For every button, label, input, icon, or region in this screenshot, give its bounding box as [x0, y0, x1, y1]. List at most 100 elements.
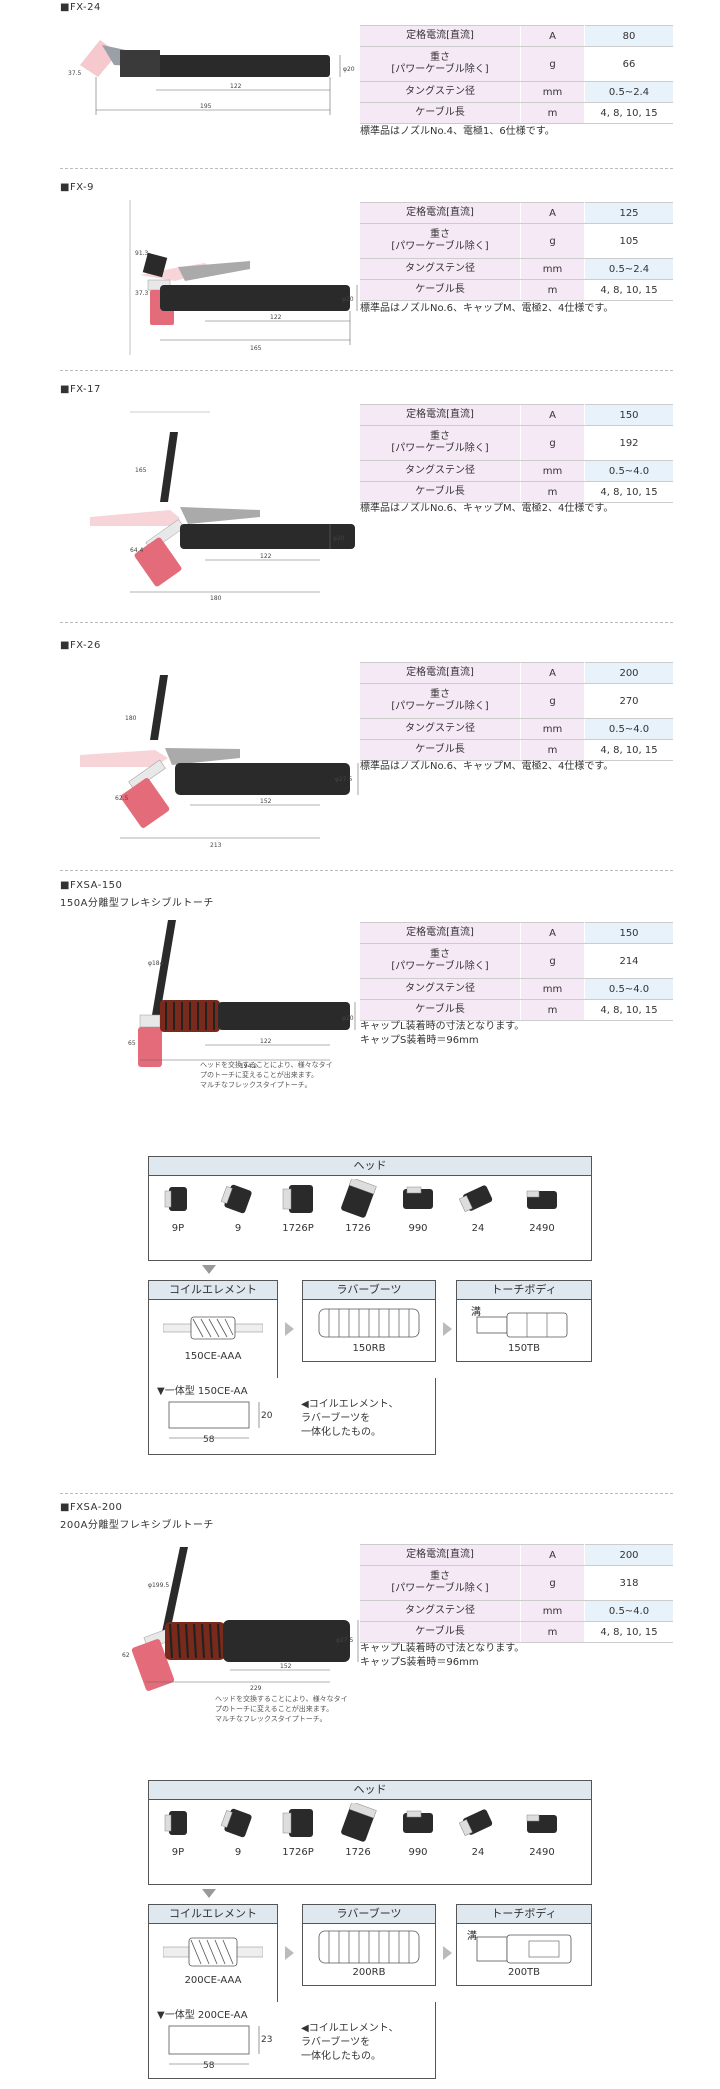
unit: mm: [520, 258, 585, 280]
value-weight: 105: [584, 223, 673, 259]
dim-label: 165: [250, 345, 262, 352]
dim-label: 195: [200, 103, 212, 110]
dim-label: φ184: [148, 960, 164, 967]
label-current: 定格電流[直流]: [360, 202, 521, 224]
unit: mm: [520, 81, 585, 103]
label-cable: ケーブル長: [360, 1621, 521, 1643]
note-line: 標準品はノズルNo.4、電極1、6仕様です。: [360, 126, 555, 137]
value-cable: 4, 8, 10, 15: [584, 481, 673, 503]
dim-label: 37.5: [68, 70, 82, 77]
head-label: 2490: [529, 1223, 555, 1234]
head-label: 990: [408, 1847, 428, 1858]
body-box-title: トーチボディ: [457, 1281, 591, 1300]
dim-label: 122: [230, 83, 242, 90]
value-cable: 4, 8, 10, 15: [584, 279, 673, 301]
value-current: 200: [584, 662, 673, 684]
unit: g: [520, 223, 585, 259]
label-cable: ケーブル長: [360, 739, 521, 761]
head-item: 9: [215, 1803, 261, 1858]
unit: g: [520, 425, 585, 461]
label-cable: ケーブル長: [360, 279, 521, 301]
value-weight: 214: [584, 943, 673, 979]
integrated-label: ▼一体型 200CE-AA: [157, 2010, 248, 2021]
value-tungsten: 0.5~4.0: [584, 978, 673, 1000]
head-label: 9: [234, 1223, 242, 1234]
coil-element-icon: [163, 1937, 263, 1967]
value-current: 80: [584, 25, 673, 47]
rubber-boot-icon: [318, 1308, 420, 1338]
boot-part-label: 150RB: [352, 1343, 386, 1354]
body-part-label: 200TB: [507, 1967, 541, 1978]
head-item: 24: [455, 1803, 501, 1858]
value-cable: 4, 8, 10, 15: [584, 102, 673, 124]
note-line: 標準品はノズルNo.6、キャップM、電極2、4仕様です。: [360, 303, 614, 314]
dim-label: 37.3: [135, 290, 149, 297]
head-item: 1726P: [275, 1179, 321, 1234]
dim-label: φ20: [333, 535, 345, 542]
note-line: 標準品はノズルNo.6、キャップM、電極2、4仕様です。: [360, 503, 614, 514]
torch-drawing-fxsa150: 122 194.2 φ20 φ184 65: [128, 920, 356, 1070]
label-tungsten: タングステン径: [360, 1600, 521, 1622]
dim-label: φ20: [342, 296, 354, 303]
unit: mm: [520, 460, 585, 482]
groove-label: 溝: [471, 1307, 481, 1318]
value-tungsten: 0.5~2.4: [584, 258, 673, 280]
arrow-right-icon: [285, 1322, 294, 1336]
torch-drawing-fx24: 122 195 φ20 37.5: [68, 40, 355, 115]
section-fxsa200: ■FXSA-200 200A分離型フレキシブルトーチ 152 229 φ27.5…: [0, 1502, 720, 1762]
value-cable: 4, 8, 10, 15: [584, 1621, 673, 1643]
unit: m: [520, 1621, 585, 1643]
value-tungsten: 0.5~4.0: [584, 1600, 673, 1622]
dim-label: 65: [128, 1040, 136, 1047]
divider: [60, 168, 673, 169]
label-cable: ケーブル長: [360, 999, 521, 1021]
dim-label: φ27.5: [335, 776, 353, 783]
label-tungsten: タングステン径: [360, 978, 521, 1000]
section-title: ■FX-9: [60, 182, 95, 193]
coil-element-icon: [163, 1316, 263, 1340]
integrated-box: ▼一体型 200CE-AA 58 23 ◀コイルエレメント、 ラバーブーツを 一…: [148, 2002, 436, 2079]
head-item: 9: [215, 1179, 261, 1234]
unit: A: [520, 404, 585, 426]
value-weight: 270: [584, 683, 673, 719]
coil-box: コイルエレメント 200CE-AAA: [148, 1904, 278, 2006]
integrated-label: ▼一体型 150CE-AA: [157, 1386, 248, 1397]
dim-label: 165: [135, 467, 147, 474]
label-weight: 重さ [パワーケーブル除く]: [360, 943, 521, 979]
head-item: 990: [395, 1803, 441, 1858]
unit: A: [520, 25, 585, 47]
caption-line: プのトーチに変えることが出来ます。: [215, 1705, 334, 1713]
boot-box: ラバーブーツ 150RB: [302, 1280, 436, 1362]
head-label: 1726: [345, 1847, 371, 1858]
label-weight: 重さ [パワーケーブル除く]: [360, 683, 521, 719]
dim-label: 213: [210, 842, 222, 849]
label-tungsten: タングステン径: [360, 81, 521, 103]
boot-box-title: ラバーブーツ: [303, 1905, 435, 1924]
head-label: 9P: [171, 1223, 185, 1234]
head-label: 24: [471, 1847, 485, 1858]
dim-label: 62.5: [115, 795, 129, 802]
coil-part-label: 200CE-AAA: [184, 1975, 242, 1986]
dim-label: φ199.5: [148, 1582, 169, 1589]
head-label: 1726P: [282, 1847, 314, 1858]
boot-box: ラバーブーツ 200RB: [302, 1904, 436, 1986]
integrated-box: ▼一体型 150CE-AA 58 20 ◀コイルエレメント、 ラバーブーツを 一…: [148, 1378, 436, 1455]
dim-label: 180: [125, 715, 137, 722]
dim-w: 58: [203, 1435, 215, 1445]
head-item: 1726: [335, 1801, 381, 1858]
head-label: 24: [471, 1223, 485, 1234]
unit: A: [520, 1544, 585, 1566]
unit: m: [520, 481, 585, 503]
torch-drawing-fx26: 152 213 φ27.5 180 62.5: [80, 675, 359, 849]
arrow-down-icon: [202, 1265, 216, 1274]
label-weight: 重さ [パワーケーブル除く]: [360, 425, 521, 461]
dim-label: 152: [280, 1663, 292, 1670]
arrow-right-icon: [285, 1946, 294, 1960]
dim-label: 91.3: [135, 250, 149, 257]
head-item: 1726: [335, 1177, 381, 1234]
dim-label: 122: [270, 314, 282, 321]
dim-w: 58: [203, 2061, 215, 2071]
section-subtitle: 200A分離型フレキシブルトーチ: [60, 1520, 214, 1531]
